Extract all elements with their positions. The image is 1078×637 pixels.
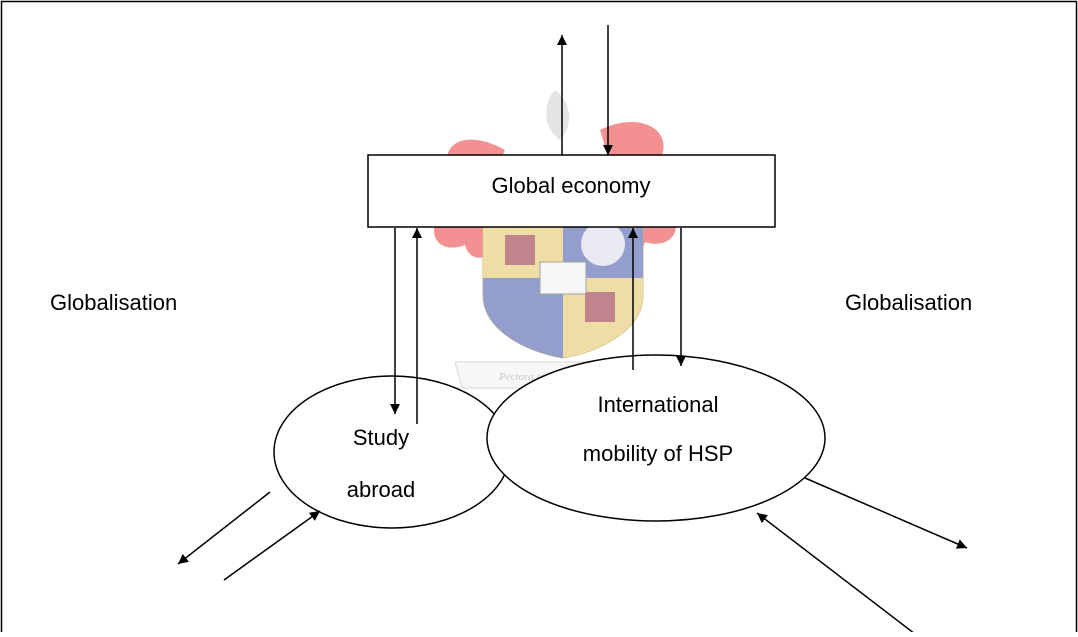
quarter-bottom-left: [483, 278, 563, 358]
international-mobility-line1: International: [597, 392, 718, 417]
plume: [546, 90, 570, 140]
crest-watermark: Pectora roborant cultus recti: [428, 90, 681, 389]
arrow-inward-to-mobility: [756, 512, 916, 635]
arrow-mobility-outward: [804, 477, 968, 549]
study-abroad-line2: abroad: [347, 477, 416, 502]
globalisation-left-label: Globalisation: [50, 290, 177, 315]
castle-bottom-right: [585, 292, 615, 322]
arrow-inward-to-study: [223, 510, 321, 581]
book: [539, 261, 587, 295]
global-economy-box: [367, 154, 776, 228]
study-abroad-ellipse: [273, 375, 511, 529]
globalisation-right-label: Globalisation: [845, 290, 972, 315]
international-mobility-line2: mobility of HSP: [583, 441, 733, 466]
global-economy-label: Global economy: [492, 173, 651, 198]
international-mobility-ellipse: [486, 354, 826, 522]
arrow-study-outward: [177, 491, 271, 565]
study-abroad-line1: Study: [353, 425, 409, 450]
portrait-top-right: [581, 222, 625, 266]
castle-top-left: [505, 235, 535, 265]
